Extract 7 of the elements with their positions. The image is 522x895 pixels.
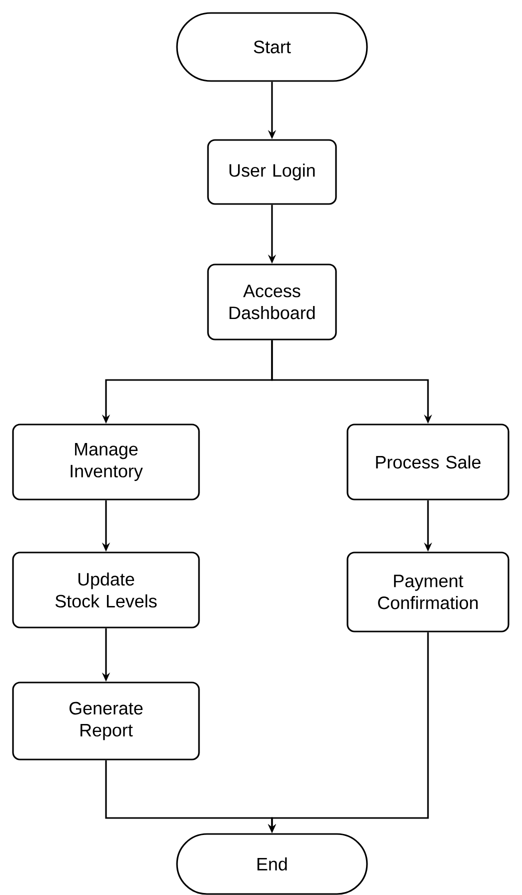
process-box: Generate Report [12, 682, 200, 760]
process-box: Payment Confirmation [346, 552, 510, 632]
process-box: User Login [207, 139, 337, 205]
process-box: Update Stock Levels [12, 552, 200, 628]
process-box: Access Dashboard [207, 264, 337, 340]
process-box: Manage Inventory [12, 424, 200, 500]
process-box: Process Sale [346, 424, 510, 500]
